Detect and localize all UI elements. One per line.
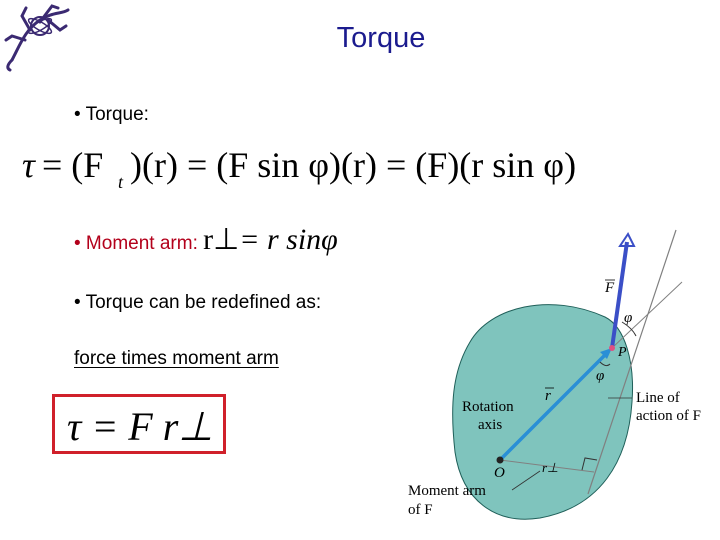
slide-title: Torque	[336, 22, 426, 54]
moment-arm-line	[499, 459, 595, 473]
label-phi-lower: φ	[596, 368, 604, 384]
bullet-moment-arm: • Moment arm: r⊥= r sinφ	[74, 222, 338, 257]
moment-arm-label: • Moment arm:	[74, 233, 198, 254]
label-force: F	[604, 280, 615, 296]
force-arrow	[610, 241, 629, 349]
tau-symbol: τ	[22, 145, 36, 185]
moment-arm-formula: = r sinφ	[239, 223, 338, 256]
boxed-torque-equation: τ = F r⊥	[52, 394, 226, 454]
equation-part-2: )(r) = (F sin φ)(r) = (F)(r sin φ)	[130, 145, 576, 185]
torque-equation: τ = (F t )(r) = (F sin φ)(r) = (F)(r sin…	[22, 145, 576, 190]
moment-arm-leader	[511, 470, 541, 491]
label-moment-arm-1: Moment arm	[408, 483, 486, 499]
label-moment-arm-2: of F	[408, 502, 433, 518]
bullet-torque: • Torque:	[74, 104, 149, 125]
label-rotation-axis-1: Rotation	[462, 399, 514, 415]
label-point-p: P	[617, 345, 627, 360]
label-line-of-action-2: action of F	[636, 408, 701, 424]
torque-diagram: F φ P φ r Rotation axis O r⊥ Line of act…	[408, 229, 701, 520]
right-angle-mark	[581, 457, 598, 471]
university-logo-icon	[4, 4, 70, 72]
label-line-of-action-1: Line of	[636, 390, 680, 406]
force-times-moment-arm: force times moment arm	[74, 348, 279, 369]
phi-arc-upper	[621, 321, 637, 337]
rigid-body	[452, 304, 634, 520]
label-origin: O	[494, 465, 505, 481]
label-radius: r	[545, 388, 551, 404]
label-phi-upper: φ	[624, 310, 632, 326]
subscript-t: t	[118, 172, 124, 190]
equation-part-1: = (F	[42, 145, 103, 185]
line-of-action	[587, 229, 677, 495]
force-arrowhead	[618, 232, 636, 247]
point-p	[609, 345, 615, 351]
label-rotation-axis-2: axis	[478, 417, 502, 433]
moment-arm-r-perp: r⊥	[203, 223, 240, 256]
label-r-perp: r⊥	[542, 460, 558, 475]
phi-arc-lower	[599, 361, 611, 367]
r-extension-line	[611, 281, 683, 349]
radius-arrowhead	[600, 348, 612, 359]
boxed-equation-text: τ = F r⊥	[67, 404, 214, 449]
radius-arrow	[498, 352, 608, 462]
origin-point	[496, 456, 504, 464]
bullet-redefine: • Torque can be redefined as:	[74, 292, 322, 313]
